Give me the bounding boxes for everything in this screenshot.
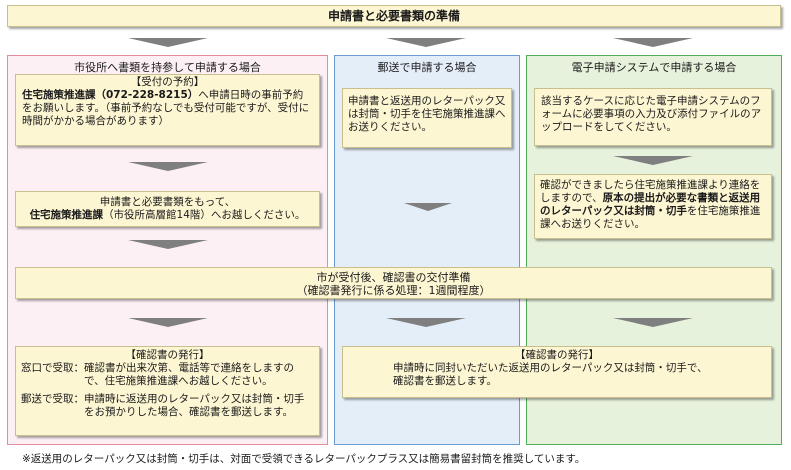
column-online-label: 電子申請システムで申請する場合 bbox=[571, 61, 737, 74]
office-issue-box: 【確認書の発行】 窓口で受取： 確認書が出来次第、電話等で連絡をしますので、住宅… bbox=[15, 346, 320, 436]
header-title: 申請書と必要書類の準備 bbox=[327, 9, 460, 23]
online-input-text: 該当するケースに応じた電子申請システムのフォームに必要事項の入力及び添付ファイル… bbox=[541, 95, 762, 133]
office-visit-dept: 住宅施策推進課 bbox=[29, 209, 104, 221]
online-contact-bold: 原本の提出が必要な書類と返送用のレターパック又は封筒・切手 bbox=[540, 192, 761, 217]
office-reservation-title: 【受付の予約】 bbox=[130, 76, 205, 88]
online-input-box: 該当するケースに応じた電子申請システムのフォームに必要事項の入力及び添付ファイル… bbox=[534, 88, 772, 146]
mail-send-box: 申請書と返送用のレターパック又は封筒・切手を住宅施策推進課へお送りください。 bbox=[342, 88, 512, 148]
arrow-down-icon bbox=[404, 203, 452, 211]
counter-pickup-row: 窓口で受取： 確認書が出来次第、電話等で連絡をしますので、住宅施策推進課へお越し… bbox=[21, 362, 314, 388]
other-issue-line1: 申請時に同封いただいた返送用のレターパック又は封筒・切手で、 bbox=[393, 362, 708, 374]
office-reservation-box: 【受付の予約】 住宅施策推進課（072-228-8215）へ申請日時の事前予約を… bbox=[15, 74, 320, 146]
column-office-label: 市役所へ書類を持参して申請する場合 bbox=[74, 61, 261, 74]
prep-box: 市が受付後、確認書の交付準備 （確認書発行に係る処理：1週間程度） bbox=[15, 267, 772, 299]
arrow-down-icon bbox=[613, 318, 693, 327]
online-contact-text-a: 確認ができましたら住宅施策推進課より連絡をしますので、 bbox=[540, 179, 761, 204]
header-title-box: 申請書と必要書類の準備 bbox=[7, 5, 781, 27]
mail-pickup-label: 郵送で受取： bbox=[21, 393, 84, 405]
office-visit-location: （市役所高層館14階）へお越しください。 bbox=[103, 209, 306, 221]
footnote: ※返送用のレターパック又は封筒・切手は、対面で受領できるレターパックプラス又は簡… bbox=[22, 453, 586, 465]
office-reservation-body: へ申請日時の事前予約をお願いします。（事前予約なしでも受付可能ですが、受付に時間… bbox=[22, 89, 310, 127]
arrow-down-icon bbox=[613, 156, 693, 165]
office-visit-box: 申請書と必要書類をもって、 住宅施策推進課（市役所高層館14階）へお越しください… bbox=[15, 191, 320, 227]
arrow-down-icon bbox=[128, 318, 208, 327]
office-reservation-text: 住宅施策推進課（072-228-8215）へ申請日時の事前予約をお願いします。（… bbox=[22, 89, 313, 128]
counter-pickup-text: 確認書が出来次第、電話等で連絡をしますので、住宅施策推進課へお越しください。 bbox=[84, 362, 294, 387]
office-visit-line1: 申請書と必要書類をもって、 bbox=[99, 196, 236, 208]
other-issue-box: 【確認書の発行】 申請時に同封いただいた返送用のレターパック又は封筒・切手で、 … bbox=[342, 346, 772, 398]
other-issue-title: 【確認書の発行】 bbox=[515, 349, 599, 361]
other-issue-line2: 確認書を郵送します。 bbox=[393, 375, 497, 387]
prep-line2: （確認書発行に係る処理：1週間程度） bbox=[296, 284, 491, 297]
column-mail-label: 郵送で申請する場合 bbox=[377, 61, 477, 74]
arrow-down-icon bbox=[128, 38, 208, 47]
mail-pickup-row: 郵送で受取： 申請時に返送用のレターパック又は封筒・切手をお預かりした場合、確認… bbox=[21, 393, 314, 419]
arrow-down-icon bbox=[128, 240, 208, 249]
arrow-down-icon bbox=[613, 38, 693, 47]
mail-pickup-text: 申請時に返送用のレターパック又は封筒・切手をお預かりした場合、確認書を郵送します… bbox=[84, 393, 305, 418]
arrow-down-icon bbox=[128, 162, 208, 171]
online-contact-text-b: を住宅施策推進課へお送りください。 bbox=[540, 205, 761, 230]
mail-send-text: 申請書と返送用のレターパック又は封筒・切手を住宅施策推進課へお送りください。 bbox=[348, 95, 506, 133]
arrow-down-icon bbox=[386, 38, 466, 47]
office-visit-line2: 住宅施策推進課（市役所高層館14階）へお越しください。 bbox=[20, 209, 315, 222]
office-issue-title: 【確認書の発行】 bbox=[125, 349, 210, 361]
arrow-down-icon bbox=[386, 318, 466, 327]
counter-pickup-label: 窓口で受取： bbox=[21, 362, 84, 374]
prep-line1: 市が受付後、確認書の交付準備 bbox=[316, 271, 471, 284]
online-contact-box: 確認ができましたら住宅施策推進課より連絡をしますので、原本の提出が必要な書類と返… bbox=[534, 174, 772, 239]
office-dept-phone: 住宅施策推進課（072-228-8215） bbox=[22, 89, 199, 101]
